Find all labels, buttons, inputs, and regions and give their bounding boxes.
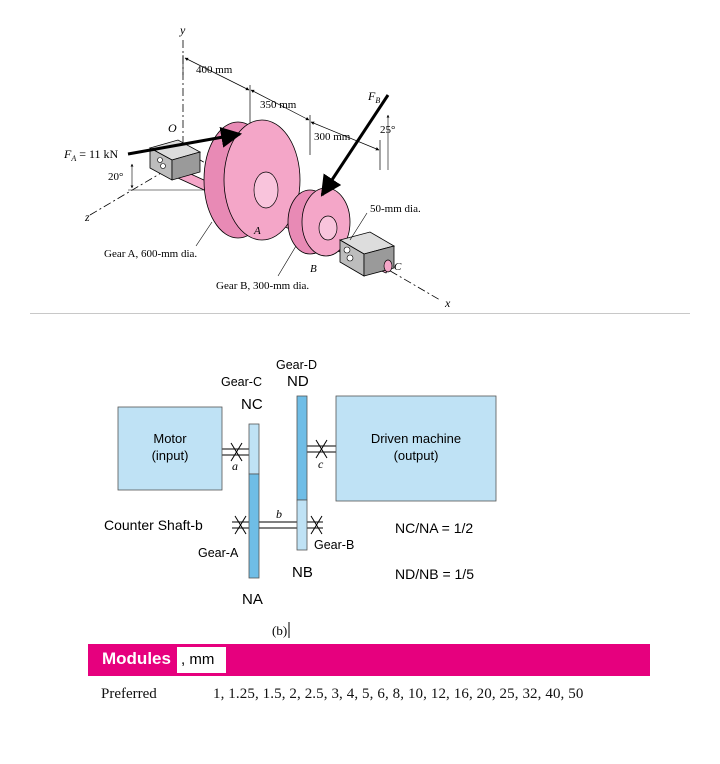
bearing-c-mark xyxy=(315,439,328,459)
modules-title: Modules xyxy=(102,649,171,668)
gear-b xyxy=(287,187,351,257)
force-b-symbol: FB xyxy=(367,89,380,105)
gear-c xyxy=(248,423,260,475)
driven-label-line2: (output) xyxy=(394,448,439,463)
dimension-300-line xyxy=(310,121,380,151)
bearing-a-mark xyxy=(230,442,243,462)
ratio-nd-nb: ND/NB = 1/5 xyxy=(395,566,474,582)
bearing-b-label: b xyxy=(276,507,282,521)
modules-header-bar xyxy=(88,644,650,676)
angle-b-label: 25° xyxy=(380,124,395,136)
point-b-label: B xyxy=(310,263,317,275)
preferred-values: 1, 1.25, 1.5, 2, 2.5, 3, 4, 5, 6, 8, 10,… xyxy=(213,686,584,702)
axis-y-label: y xyxy=(179,23,186,37)
n-a-label: NA xyxy=(242,591,263,608)
dimension-400-label: 400 mm xyxy=(196,64,233,76)
gear-a xyxy=(203,119,301,241)
gear-b-shape xyxy=(296,499,308,551)
point-c-label: C xyxy=(394,261,402,273)
motor-block xyxy=(117,406,223,491)
gear-train-diagram: Gear-D ND Gear-C NC Motor (input) Driven… xyxy=(104,358,497,638)
ratio-nc-na: NC/NA = 1/2 xyxy=(395,520,473,536)
shaft-gear-figure: y z x O 400 mm 350 mm 300 mm xyxy=(63,23,451,310)
dimension-400-line xyxy=(184,57,250,91)
n-b-label: NB xyxy=(292,564,313,581)
gear-a-leader xyxy=(195,221,213,247)
dimension-350-line xyxy=(250,89,310,121)
gear-c-label: Gear-C xyxy=(221,375,262,389)
separator-line xyxy=(30,313,690,314)
force-b-arrow xyxy=(320,94,390,197)
gear-a-label-2: Gear-A xyxy=(198,546,239,560)
point-a-label: A xyxy=(253,225,261,237)
bearing-a-label: a xyxy=(232,459,238,473)
gear-b-leader xyxy=(277,245,297,277)
figure-caption: (b) xyxy=(272,623,287,638)
driven-label-line1: Driven machine xyxy=(371,431,461,446)
gear-b-label: Gear B, 300-mm dia. xyxy=(216,280,309,292)
right-bearing xyxy=(338,231,396,277)
gear-d xyxy=(296,395,308,501)
n-c-label: NC xyxy=(241,396,263,413)
motor-label-line2: (input) xyxy=(152,448,189,463)
angle-a-label: 20° xyxy=(108,171,123,183)
gear-a-label: Gear A, 600-mm dia. xyxy=(104,248,197,260)
preferred-label: Preferred xyxy=(101,686,157,702)
counter-shaft-label: Counter Shaft-b xyxy=(104,517,203,533)
modules-unit-box xyxy=(177,647,226,673)
dimension-350-label: 350 mm xyxy=(260,99,297,111)
motor-label-line1: Motor xyxy=(153,431,187,446)
dimension-300-label: 300 mm xyxy=(314,131,351,143)
left-bearing xyxy=(148,139,202,181)
shaft-dia-label: 50-mm dia. xyxy=(370,203,421,215)
gear-d-label: Gear-D xyxy=(276,358,317,372)
axis-x-label: x xyxy=(444,296,451,310)
gear-b-label-2: Gear-B xyxy=(314,538,354,552)
gear-a-shape xyxy=(248,473,260,579)
force-a-symbol: FA = 11 kN xyxy=(63,147,119,163)
driven-machine-block xyxy=(335,395,497,502)
bearing-b-left-mark xyxy=(234,515,247,535)
force-a-arrow xyxy=(127,126,243,156)
bearing-c-label: c xyxy=(318,457,324,471)
origin-label: O xyxy=(168,121,177,135)
bearing-b-right-mark xyxy=(310,515,323,535)
n-d-label: ND xyxy=(287,373,309,390)
axis-z-label: z xyxy=(84,210,90,224)
shaft-dia-leader xyxy=(349,212,368,241)
modules-unit: , mm xyxy=(181,651,215,668)
